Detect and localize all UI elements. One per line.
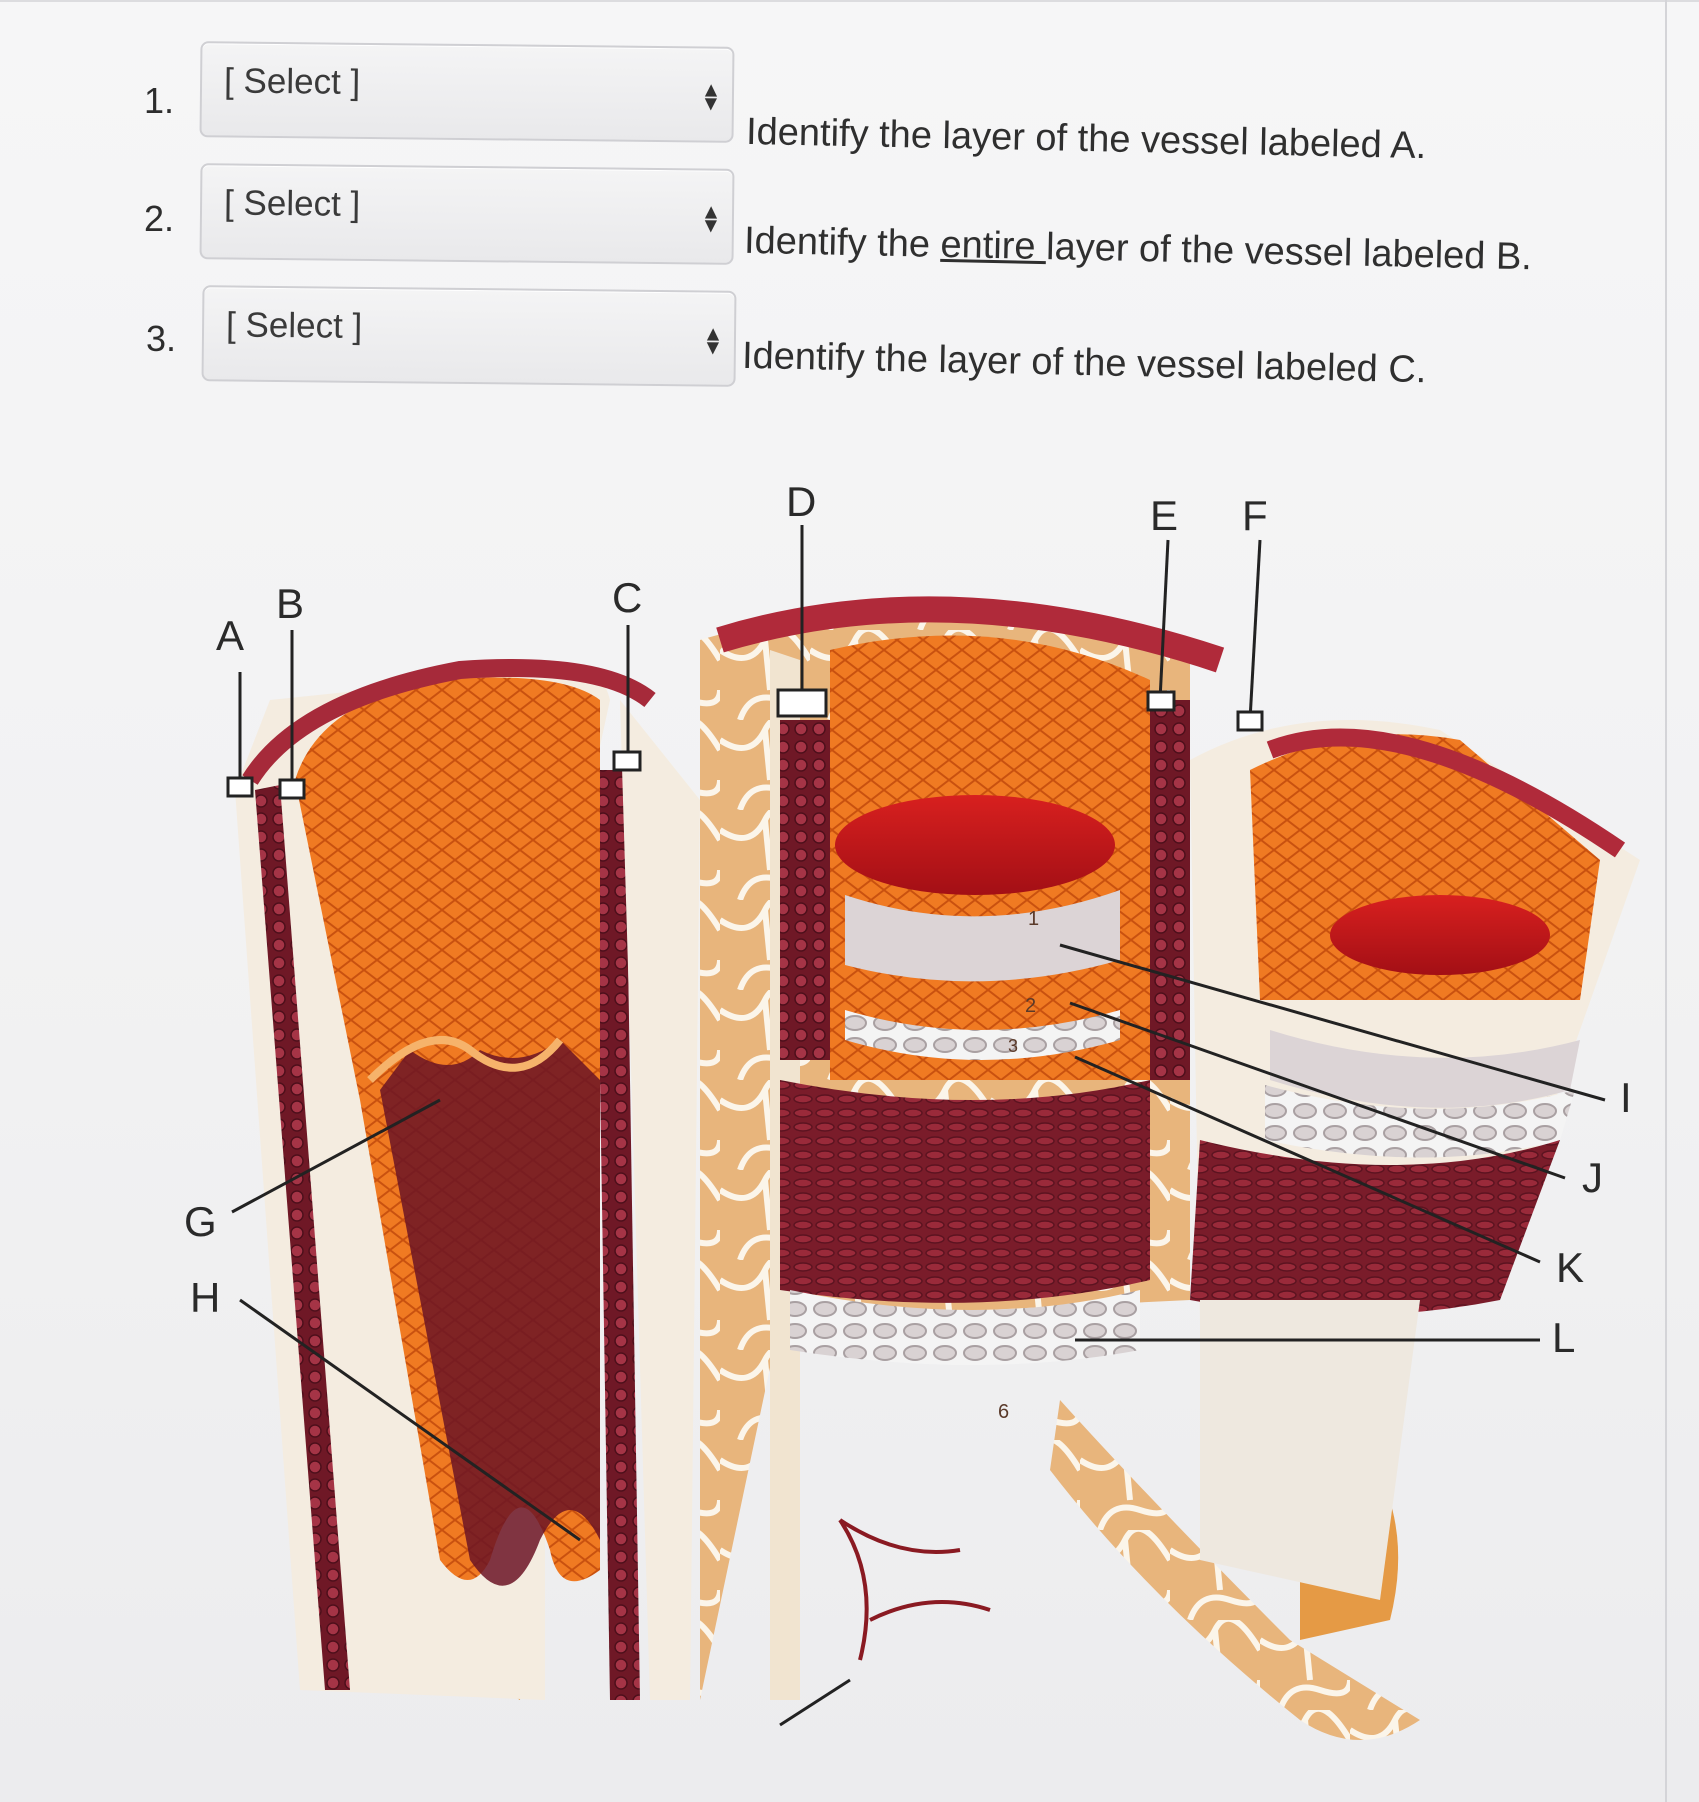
arteriole-cross-section: [1190, 720, 1640, 1600]
vein-cross-section: [235, 659, 700, 1700]
label-h: H: [190, 1274, 220, 1321]
label-f: F: [1242, 492, 1268, 539]
question-1: 1. [ Select ] ▲▼ Identify the layer of t…: [0, 40, 1699, 167]
right-border: [1665, 0, 1667, 1802]
question-number: 3.: [146, 318, 177, 359]
blood-lumen: [835, 795, 1115, 895]
question-number: 2.: [144, 198, 175, 239]
question-3: 3. [ Select ] ▲▼ Identify the layer of t…: [0, 284, 1699, 394]
label-brackets: [226, 688, 1264, 800]
label-i: I: [1620, 1074, 1632, 1121]
artery-cross-section: [700, 596, 1420, 1740]
label-j: J: [1582, 1154, 1603, 1201]
model-number-6: 6: [998, 1401, 1009, 1423]
label-d: D: [786, 478, 816, 525]
label-g: G: [184, 1198, 217, 1245]
label-c: C: [612, 574, 642, 621]
label-e: E: [1150, 492, 1178, 539]
blood-lumen: [1330, 895, 1550, 975]
model-number-3: 3: [1008, 1036, 1018, 1056]
label-l: L: [1552, 1314, 1575, 1361]
leader-lines: [231, 525, 1606, 1727]
model-number-1: 1: [1028, 908, 1039, 930]
label-a: A: [216, 612, 244, 659]
question-2: 2. [ Select ] ▲▼ Identify the entire lay…: [0, 162, 1699, 278]
label-b: B: [276, 580, 304, 627]
label-k: K: [1556, 1244, 1584, 1291]
model-number-2: 2: [1025, 995, 1036, 1017]
top-border: [0, 0, 1699, 2]
question-number: 1.: [144, 80, 175, 121]
